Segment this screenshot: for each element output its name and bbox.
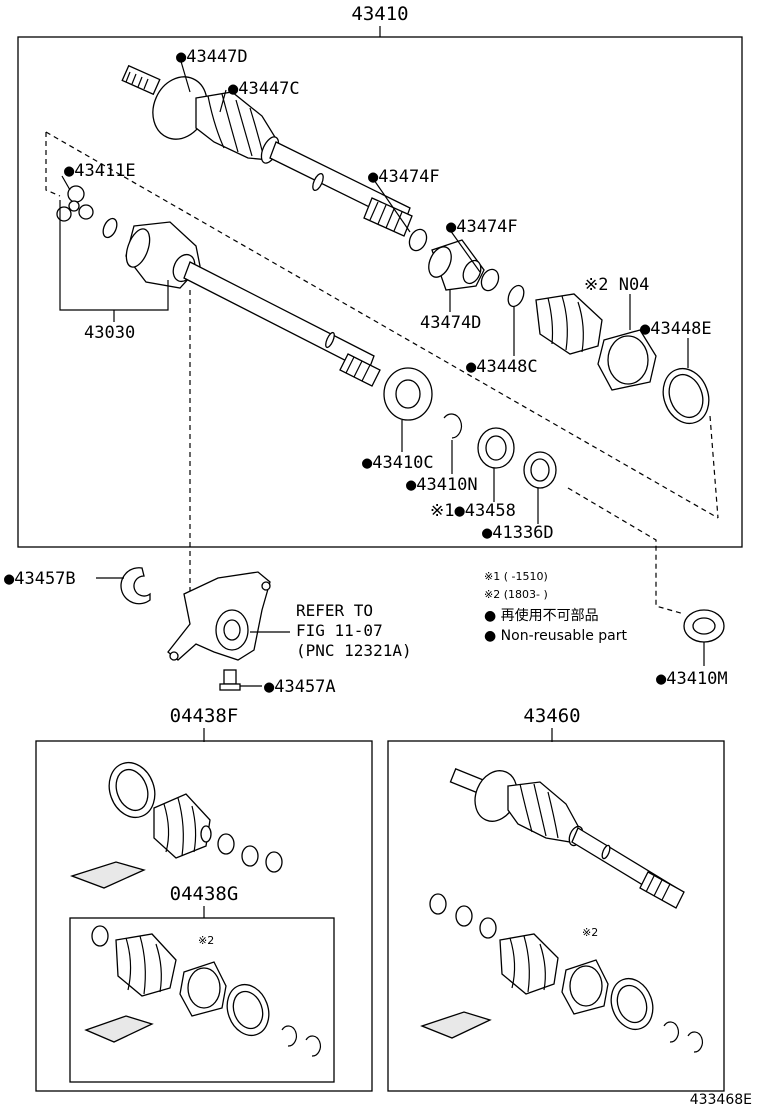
ring-43474F-a [408,228,428,252]
ref-line1: REFER TO [296,601,373,620]
damper-43474D [428,239,485,291]
label-43448E: ●43448E [640,319,712,339]
label-43410: 43410 [351,3,408,25]
label-43447C: ●43447C [228,79,300,99]
label-04438G: 04438G [170,883,239,905]
label-04438F: 04438F [170,705,239,727]
label-43448C: ●43448C [466,357,538,377]
inner-joint-housing [597,329,657,391]
bearing-43410C [383,367,433,421]
label-43410N: ●43410N [406,475,478,495]
label-43474F-b: ●43474F [446,217,518,237]
label-43410C: ●43410C [362,453,434,473]
kit-04438F-parts [70,761,283,889]
label-43410M: ●43410M [656,669,728,689]
label-43411E: ●43411E [64,161,136,181]
ref-line3: (PNC 12321A) [296,641,412,660]
snap-ring-a [443,413,462,439]
seal-41336D [523,451,557,489]
label-43474D: 43474D [420,313,481,333]
label-43458: ※1●43458 [430,501,516,521]
kit-04438G-frame [69,917,335,1083]
label-N04: ※2 N04 [584,275,649,295]
kit-43460-frame [387,740,725,1092]
bearing-43410M [683,609,725,643]
mark-2-left: ※2 [198,934,214,947]
ref-line2: FIG 11-07 [296,621,383,640]
bolt-43457A [219,669,241,691]
seal-43410N [477,427,515,469]
ring-43448C [507,284,525,308]
label-41336D: ●41336D [482,523,554,543]
label-43474F-a: ●43474F [368,167,440,187]
drive-shaft-upper [121,64,413,237]
mark-2-right: ※2 [582,926,598,939]
label-43460: 43460 [523,705,580,727]
note-1: ※1 ( -1510) [484,570,548,583]
footer-code: 433468E [690,1092,752,1108]
clamp-43448E [662,367,710,425]
note-4: ● Non-reusable part [484,628,627,644]
label-43457A: ●43457A [264,677,336,697]
steering-knuckle [167,571,271,661]
note-3: ● 再使用不可部品 [484,607,599,624]
kit-43460-parts [420,768,703,1053]
inner-boot-N04 [535,293,603,355]
label-43457B: ●43457B [4,569,76,589]
note-2: ※2 (1803- ) [484,588,548,601]
kit-04438F-frame [35,740,373,1092]
snap-ring-43457B [120,567,151,605]
kit-04438G-parts [84,925,321,1057]
ring-43474F-b [480,268,500,292]
label-43030: 43030 [84,323,135,343]
drive-shaft-lower [56,185,381,387]
label-43447D: ●43447D [176,47,248,67]
